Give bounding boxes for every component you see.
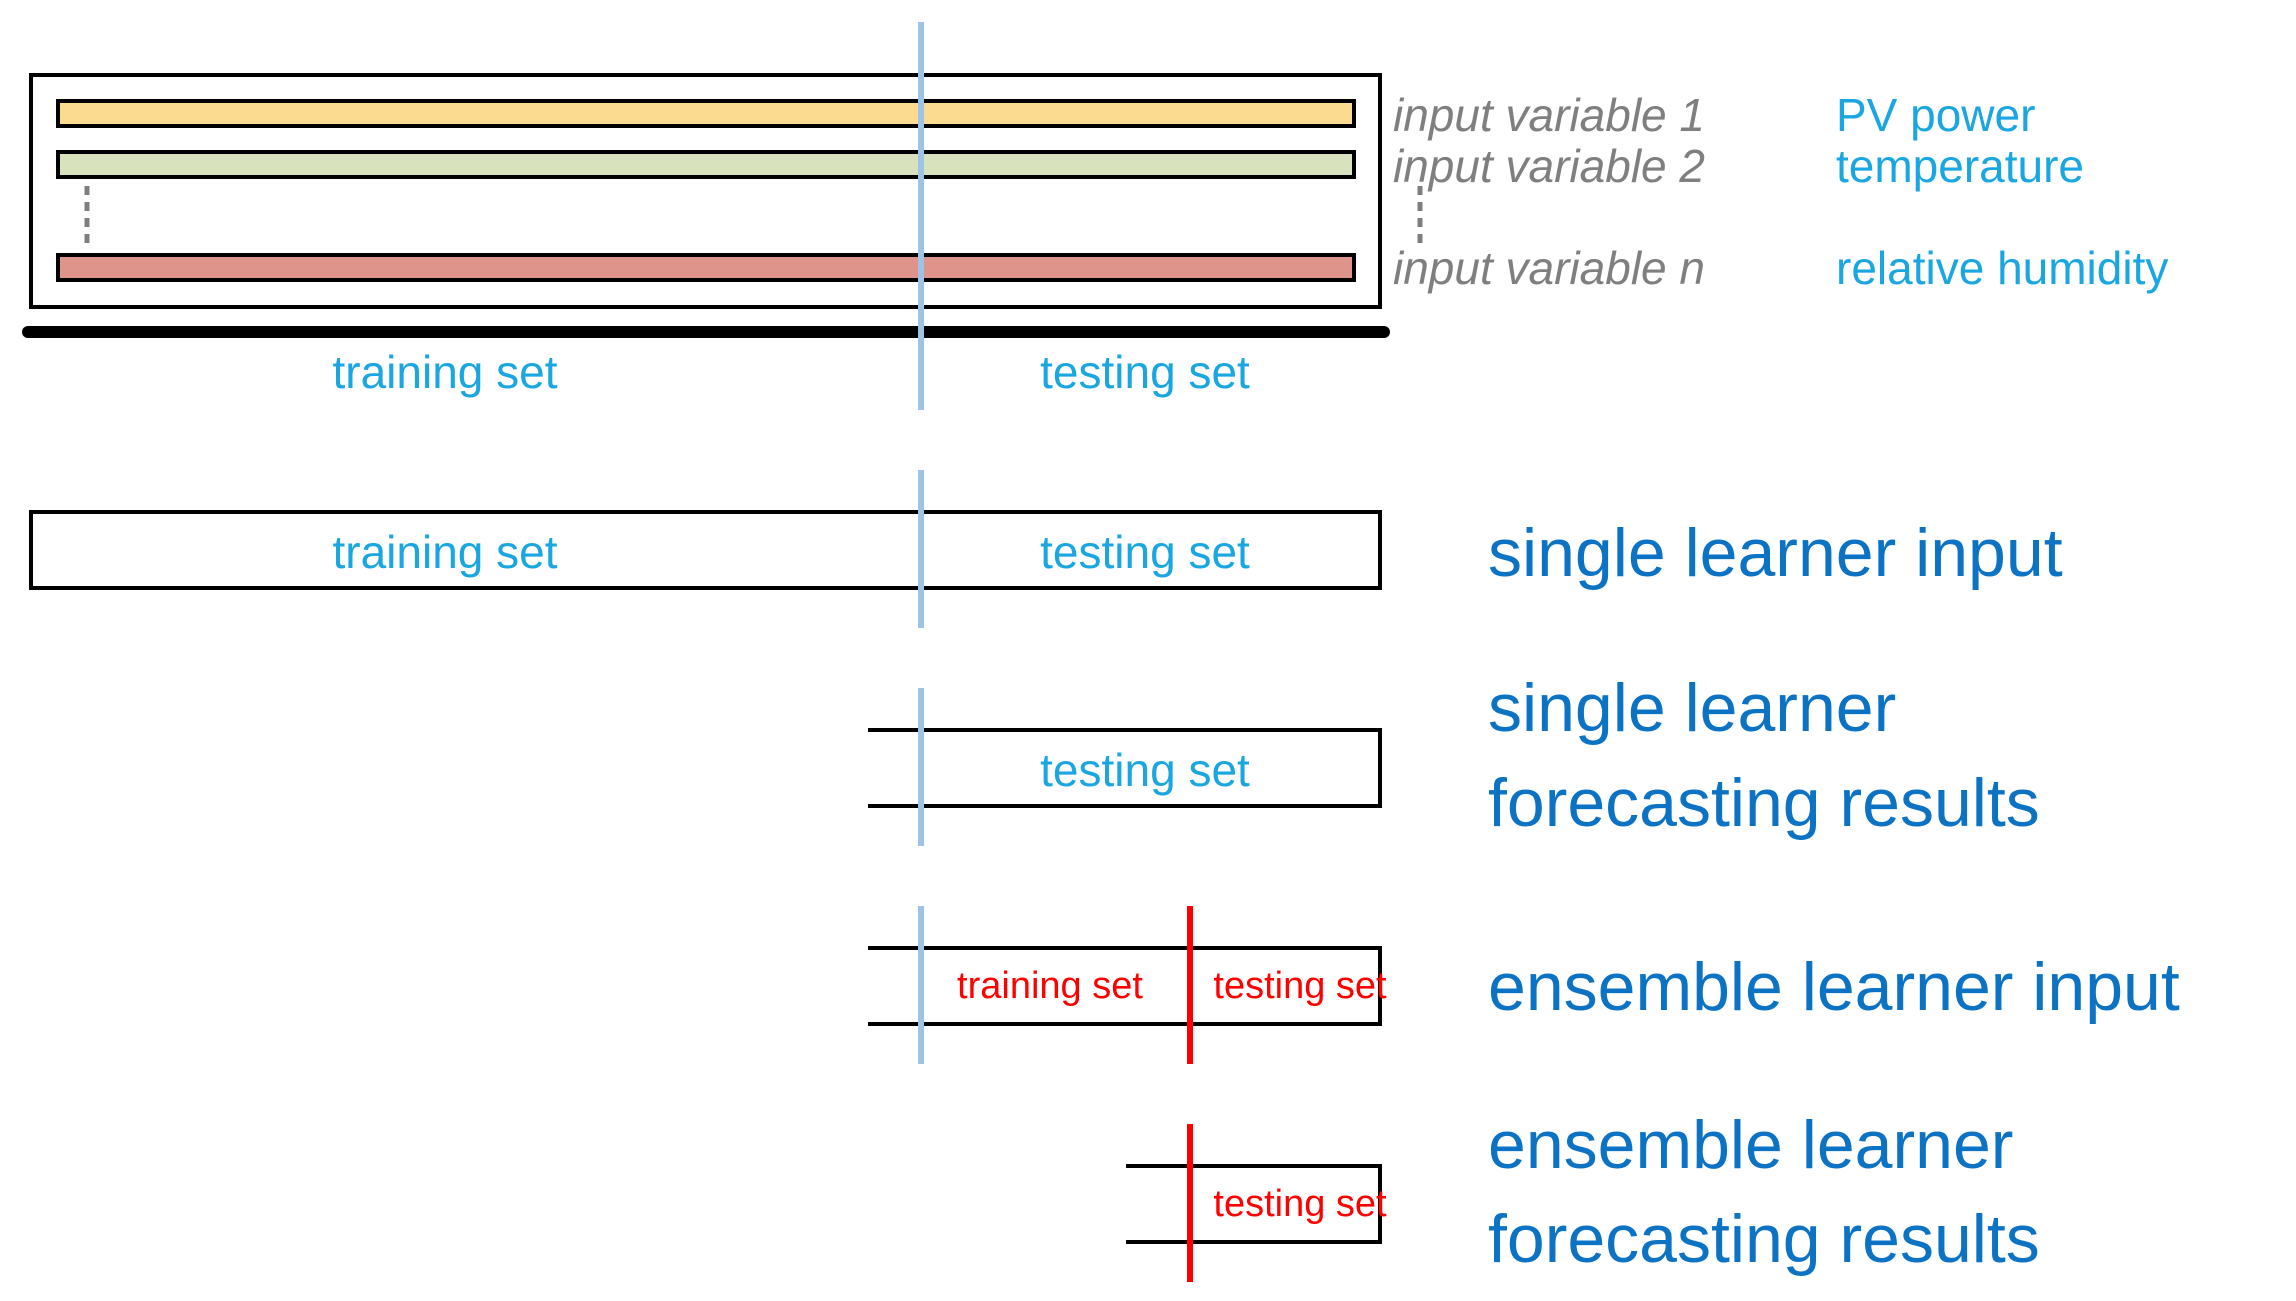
single-results-title-line1: single learner [1488, 670, 1896, 746]
input-variable-1-label: input variable 1 [1393, 89, 1705, 141]
single-results-testing-label: testing set [1040, 744, 1250, 796]
ensemble-input-training-label: training set [957, 965, 1143, 1007]
single-input-training-label: training set [332, 526, 557, 578]
input-data-frame [29, 73, 1382, 309]
top-training-set-label: training set [332, 346, 557, 398]
input-variable-2-label: input variable 2 [1393, 140, 1705, 192]
input-variable-n-example: relative humidity [1836, 242, 2168, 294]
input-variable-2-example: temperature [1836, 140, 2084, 192]
input-variable-1-bar [56, 99, 1356, 128]
ensemble-input-testing-label: testing set [1213, 965, 1387, 1007]
single-input-title: single learner input [1488, 515, 2063, 591]
ensemble-input-title: ensemble learner input [1488, 949, 2180, 1025]
input-variable-2-bar [56, 150, 1356, 179]
ensemble-results-title-line2: forecasting results [1488, 1201, 2040, 1277]
input-variable-n-label: input variable n [1393, 242, 1705, 294]
ensemble-results-testing-label: testing set [1213, 1183, 1387, 1225]
top-testing-set-label: testing set [1040, 346, 1250, 398]
single-results-title-line2: forecasting results [1488, 765, 2040, 841]
input-variable-1-example: PV power [1836, 89, 2035, 141]
input-variable-n-bar [56, 253, 1356, 282]
single-input-frame [29, 510, 1382, 590]
single-input-testing-label: testing set [1040, 526, 1250, 578]
ensemble-results-title-line1: ensemble learner [1488, 1107, 2013, 1183]
